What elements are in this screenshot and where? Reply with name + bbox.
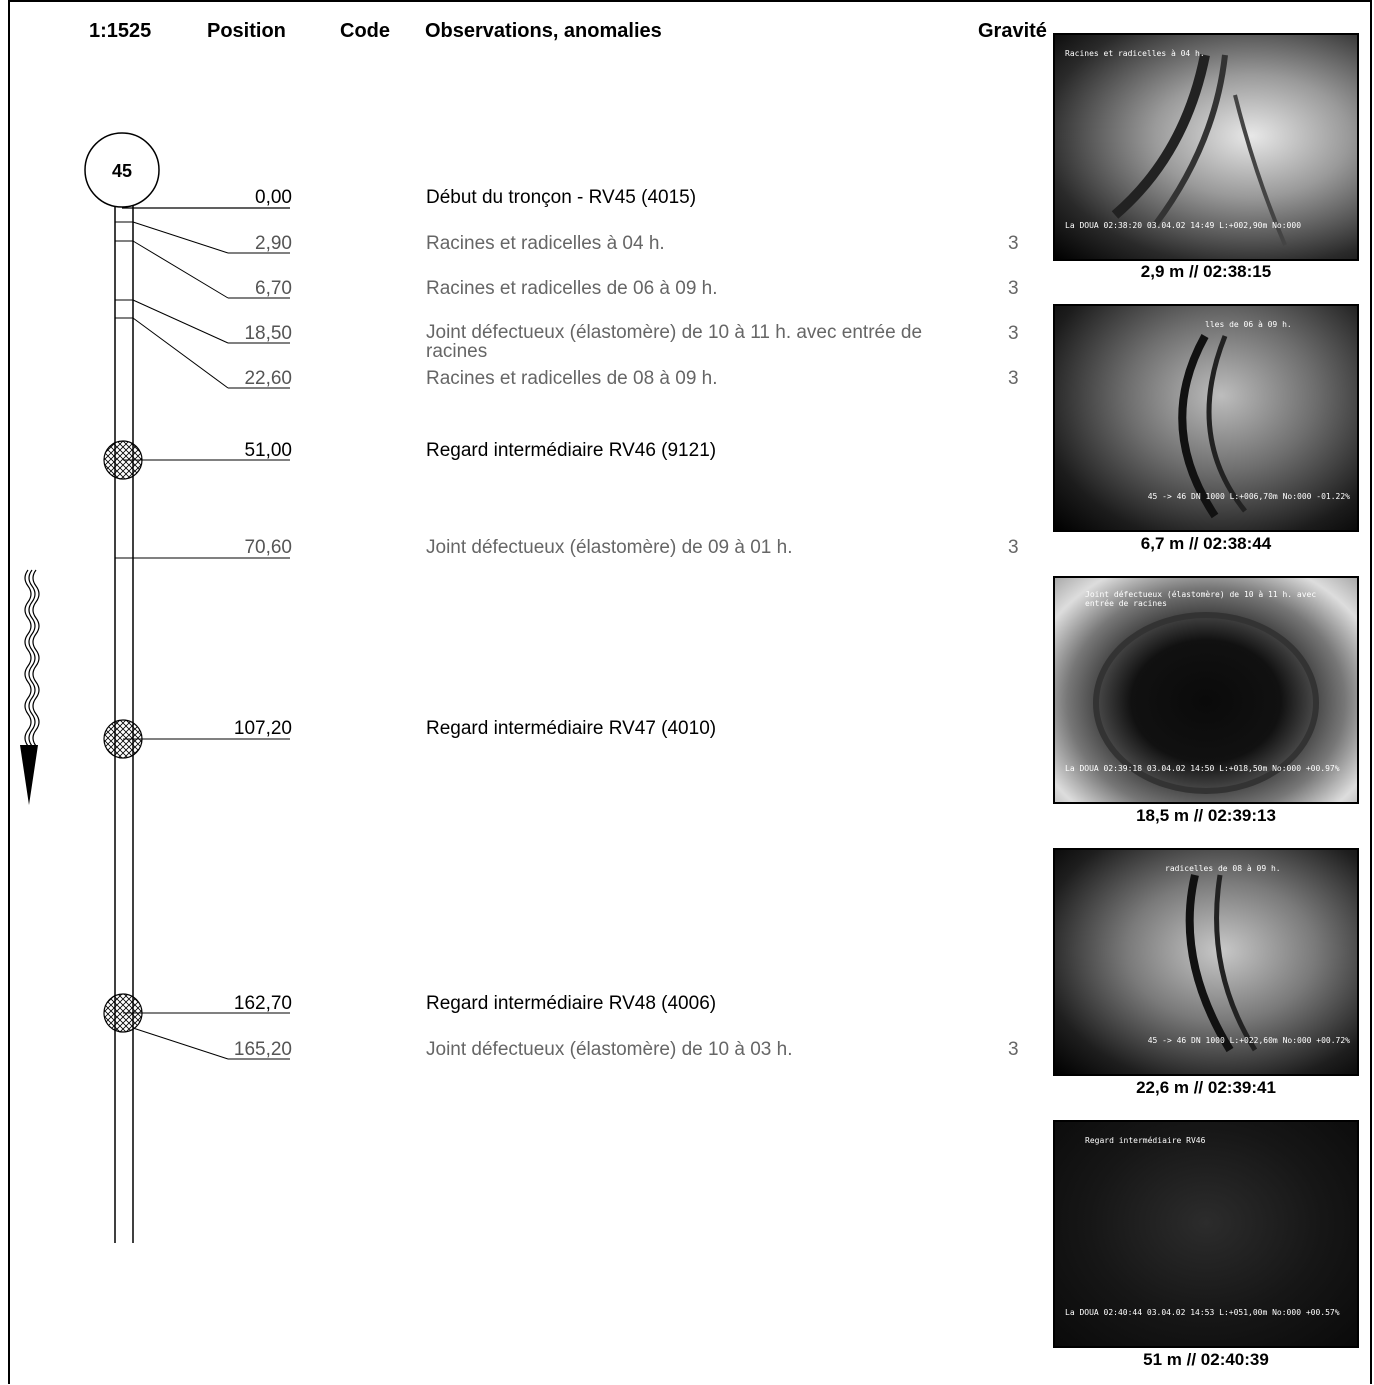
observation-text: Racines et radicelles à 04 h. xyxy=(426,233,665,254)
position-value: 18,50 xyxy=(244,323,292,344)
position-value: 0,00 xyxy=(255,187,292,208)
photo-roots-graphic xyxy=(1111,54,1287,246)
gravity-value: 3 xyxy=(1008,233,1019,254)
photo-overlay-top: Regard intermédiaire RV46 xyxy=(1085,1136,1206,1145)
observation-text: Joint défectueux (élastomère) de 09 à 01… xyxy=(426,537,793,558)
observation-text: Joint défectueux (élastomère) de 10 à 03… xyxy=(426,1039,793,1060)
photo-overlay-bottom: 45 -> 46 DN 1000 L:+006,70m No:000 -01.2… xyxy=(1147,492,1350,501)
photo-overlay-top: radicelles de 08 à 09 h. xyxy=(1165,864,1281,873)
gravity-value: 3 xyxy=(1008,368,1019,389)
photo-overlay-bottom: La DOUA 02:38:20 03.04.02 14:49 L:+002,9… xyxy=(1065,221,1302,230)
observation-text: Regard intermédiaire RV48 (4006) xyxy=(426,993,717,1014)
observation-text: Racines et radicelles de 06 à 09 h. xyxy=(426,278,718,299)
gravity-value: 3 xyxy=(1008,1039,1019,1060)
gravity-value: 3 xyxy=(1008,323,1019,344)
position-value: 51,00 xyxy=(244,440,292,461)
observation-text: Début du tronçon - RV45 (4015) xyxy=(426,187,697,208)
position-value: 107,20 xyxy=(233,718,292,739)
observation-text: Joint défectueux (élastomère) de 10 à 11… xyxy=(426,322,923,362)
photo-roots-graphic xyxy=(1185,874,1258,1053)
pipe-diagram: 45 xyxy=(20,132,290,1243)
photo-roots-graphic xyxy=(1093,612,1319,794)
position-value: 162,70 xyxy=(233,993,292,1014)
observation-text: Racines et radicelles de 08 à 09 h. xyxy=(426,368,718,389)
start-node-label: 45 xyxy=(112,161,132,181)
photo-caption: 6,7 m // 02:38:44 xyxy=(1140,534,1272,553)
photo-caption: 18,5 m // 02:39:13 xyxy=(1136,806,1276,825)
flow-arrow-head xyxy=(20,745,38,805)
start-node-circle xyxy=(84,132,160,208)
observation-text: Regard intermédiaire RV47 (4010) xyxy=(426,718,717,739)
photo-caption: 51 m // 02:40:39 xyxy=(1143,1350,1269,1369)
photo-overlay-top: Racines et radicelles à 04 h. xyxy=(1065,49,1205,58)
inspection-photo[interactable]: Regard intermédiaire RV46 La DOUA 02:40:… xyxy=(1053,1120,1359,1348)
observation-text: Regard intermédiaire RV46 (9121) xyxy=(426,440,717,461)
photo-caption: 2,9 m // 02:38:15 xyxy=(1140,262,1272,281)
photo-roots-graphic xyxy=(1178,334,1247,519)
gravity-header: Gravité xyxy=(978,20,1047,42)
flow-direction-arrow xyxy=(24,569,40,747)
scale-header: 1:1525 xyxy=(89,20,152,42)
observations-header: Observations, anomalies xyxy=(425,20,662,42)
report-frame xyxy=(8,0,1372,1384)
inspection-photo[interactable]: radicelles de 08 à 09 h. 45 -> 46 DN 100… xyxy=(1053,848,1359,1076)
gravity-value: 3 xyxy=(1008,278,1019,299)
position-value: 165,20 xyxy=(233,1039,292,1060)
code-header: Code xyxy=(340,20,390,42)
photo-overlay-bottom: La DOUA 02:39:18 03.04.02 14:50 L:+018,5… xyxy=(1065,764,1340,773)
position-value: 22,60 xyxy=(244,368,292,389)
inspection-photo[interactable]: Joint défectueux (élastomère) de 10 à 11… xyxy=(1053,576,1359,804)
inspection-photo[interactable]: lles de 06 à 09 h. 45 -> 46 DN 1000 L:+0… xyxy=(1053,304,1359,532)
inspection-photo[interactable]: Racines et radicelles à 04 h. La DOUA 02… xyxy=(1053,33,1359,261)
photo-overlay-bottom: 45 -> 46 DN 1000 L:+022,60m No:000 +00.7… xyxy=(1147,1036,1350,1045)
gravity-value: 3 xyxy=(1008,537,1019,558)
position-value: 6,70 xyxy=(255,278,292,299)
position-header: Position xyxy=(207,20,286,42)
photo-overlay-top: Joint défectueux (élastomère) de 10 à 11… xyxy=(1085,590,1317,608)
position-value: 2,90 xyxy=(255,233,292,254)
photo-overlay-top: lles de 06 à 09 h. xyxy=(1205,320,1292,329)
photo-caption: 22,6 m // 02:39:41 xyxy=(1136,1078,1276,1097)
photo-overlay-bottom: La DOUA 02:40:44 03.04.02 14:53 L:+051,0… xyxy=(1065,1308,1340,1317)
position-value: 70,60 xyxy=(244,537,292,558)
